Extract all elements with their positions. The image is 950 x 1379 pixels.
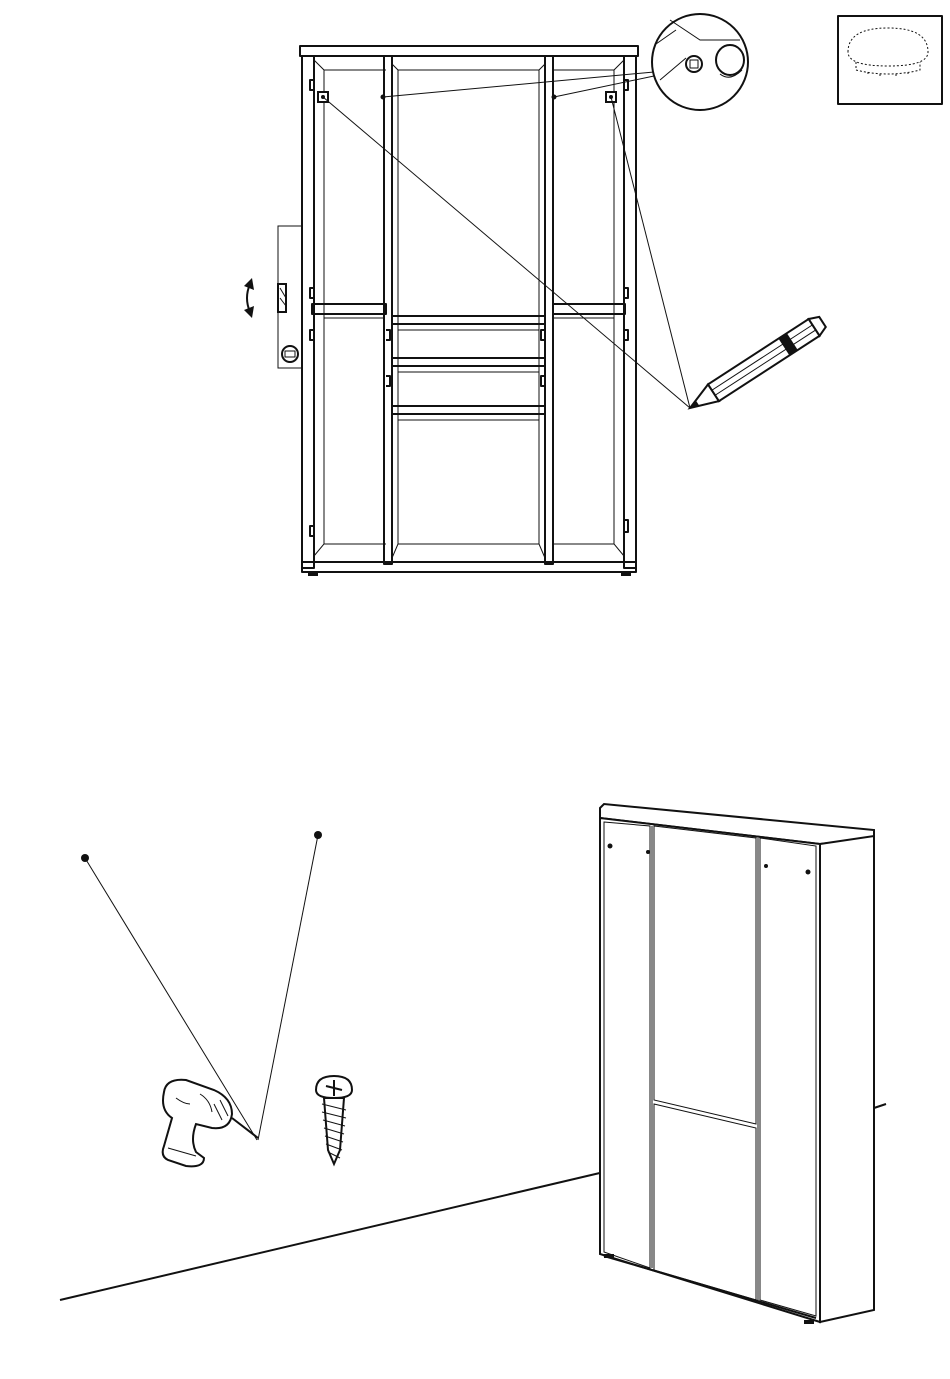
leveling-foot-detail xyxy=(278,226,302,368)
double-arrow-icon xyxy=(244,278,254,318)
cap-icon xyxy=(848,28,928,78)
leader-line-2 xyxy=(554,76,654,97)
cabinet-front-view xyxy=(300,46,638,576)
screw-icon xyxy=(316,1076,352,1164)
hinge-marks xyxy=(310,80,628,536)
drill-line-right xyxy=(258,835,318,1140)
foot-left xyxy=(308,572,318,576)
marking-line-right xyxy=(611,97,690,408)
pencil-icon xyxy=(685,314,828,417)
mounting-hole-detail xyxy=(652,14,748,110)
floor-line-right xyxy=(874,1104,886,1108)
assembled-cabinet xyxy=(600,804,874,1324)
cover-cap-detail xyxy=(838,16,942,104)
marking-line-left xyxy=(323,97,690,408)
foot-right xyxy=(621,572,631,576)
floor-line xyxy=(60,1172,604,1300)
drill-icon xyxy=(163,1080,258,1167)
